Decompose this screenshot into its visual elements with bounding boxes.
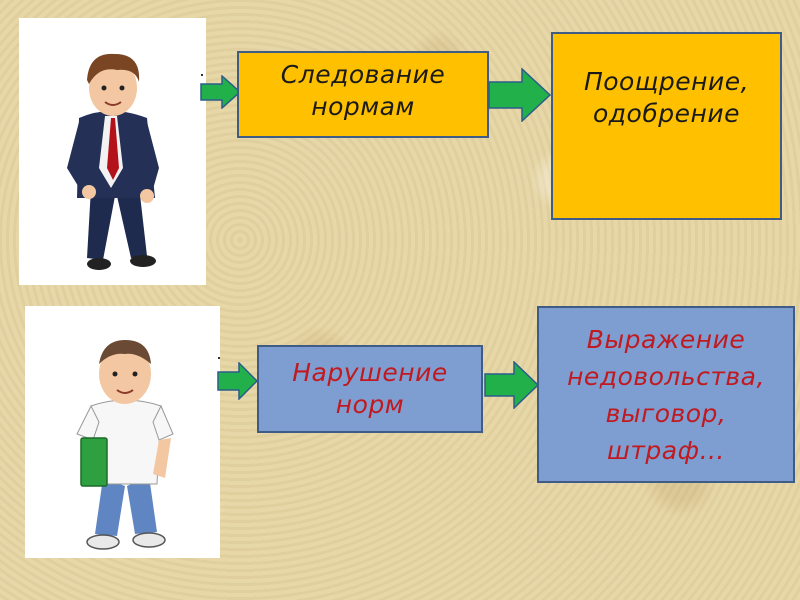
box-violation-norms: Нарушение норм (257, 345, 483, 433)
box-line: Выражение (586, 324, 746, 354)
businessman-image (19, 18, 206, 285)
box-following-norms: Следование нормам (237, 51, 489, 138)
box-line: Следование (280, 60, 446, 89)
box-line: норм (335, 390, 405, 419)
casual-person-image (25, 306, 220, 558)
box-line: одобрение (592, 99, 740, 128)
box-line: штраф… (606, 435, 725, 465)
box-line: Нарушение (292, 358, 448, 387)
box-line: недовольства, (567, 361, 765, 391)
box-line: выговор, (605, 398, 727, 428)
box-displeasure-penalty: Выражение недовольства, выговор, штраф… (537, 306, 795, 483)
box-line: нормам (311, 92, 415, 121)
marker-dot (218, 357, 220, 359)
box-line: Поощрение, (583, 67, 750, 96)
arrow-right-icon (217, 362, 259, 400)
box-reward-approval: Поощрение, одобрение (551, 32, 782, 220)
marker-dot (201, 74, 203, 76)
arrow-right-icon (200, 75, 242, 109)
arrow-right-icon (484, 361, 540, 409)
arrow-right-icon (488, 68, 552, 122)
